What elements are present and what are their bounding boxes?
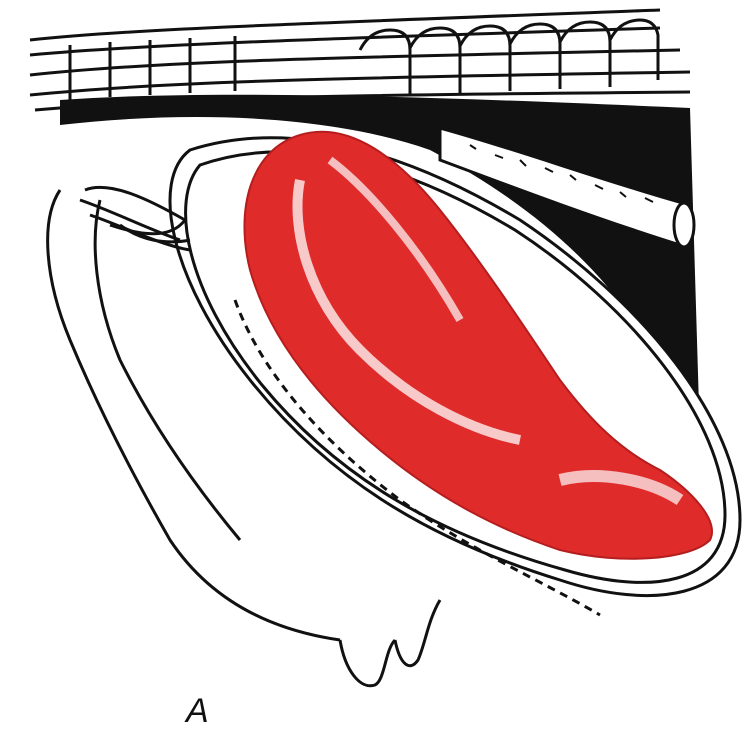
panel-label: A [184,692,209,730]
vertebral-column [30,10,690,110]
